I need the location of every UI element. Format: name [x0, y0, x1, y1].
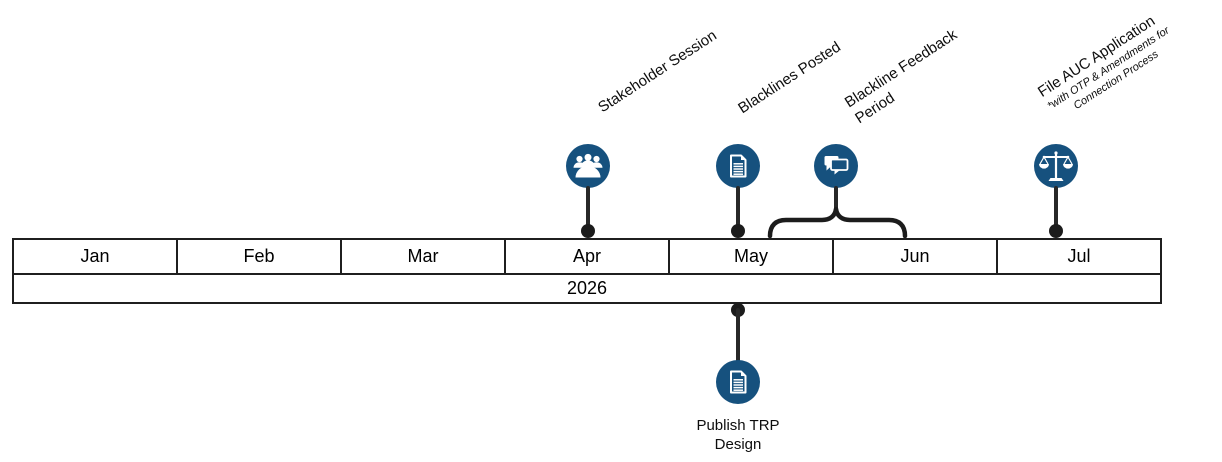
file-auc-application-stem — [1053, 186, 1059, 231]
chat-bubbles-icon — [814, 144, 858, 188]
publish-trp-label: Publish TRP Design — [658, 416, 818, 454]
blacklines-posted-marker — [716, 144, 760, 188]
publish-trp-stem — [735, 308, 741, 362]
scales-of-justice-icon — [1034, 144, 1078, 188]
month-cell-feb: Feb — [178, 240, 342, 273]
blackline-feedback-stem — [833, 186, 839, 212]
month-cell-jan: Jan — [14, 240, 178, 273]
people-meeting-icon — [566, 144, 610, 188]
blackline-feedback-marker — [814, 144, 858, 188]
publish-trp-label-line2: Design — [714, 436, 762, 453]
month-row: Jan Feb Mar Apr May Jun Jul — [12, 238, 1162, 275]
month-cell-may: May — [670, 240, 834, 273]
file-auc-application-label: File AUC Application *with OTP & Amendme… — [1034, 8, 1179, 125]
month-cell-jun: Jun — [834, 240, 998, 273]
publish-trp-label-line1: Publish TRP — [696, 417, 780, 434]
year-row: 2026 — [12, 275, 1162, 304]
stakeholder-session-dot — [581, 224, 595, 238]
stakeholder-session-label: Stakeholder Session — [595, 26, 720, 117]
stakeholder-session-stem — [585, 186, 591, 231]
year-label: 2026 — [566, 278, 608, 298]
blacklines-posted-label: Blacklines Posted — [735, 38, 844, 118]
feedback-period-brace — [767, 206, 908, 239]
blackline-feedback-label: Blackline Feedback Period — [841, 25, 971, 128]
stakeholder-session-marker — [566, 144, 610, 188]
month-cell-apr: Apr — [506, 240, 670, 273]
month-cell-mar: Mar — [342, 240, 506, 273]
timeline-band: Jan Feb Mar Apr May Jun Jul 2026 — [12, 238, 1162, 304]
document-icon — [716, 360, 760, 404]
publish-trp-marker — [716, 360, 760, 404]
document-icon — [716, 144, 760, 188]
blacklines-posted-dot — [731, 224, 745, 238]
month-cell-jul: Jul — [1067, 246, 1091, 266]
blacklines-posted-stem — [735, 186, 741, 231]
file-auc-application-dot — [1049, 224, 1063, 238]
file-auc-application-marker — [1034, 144, 1078, 188]
